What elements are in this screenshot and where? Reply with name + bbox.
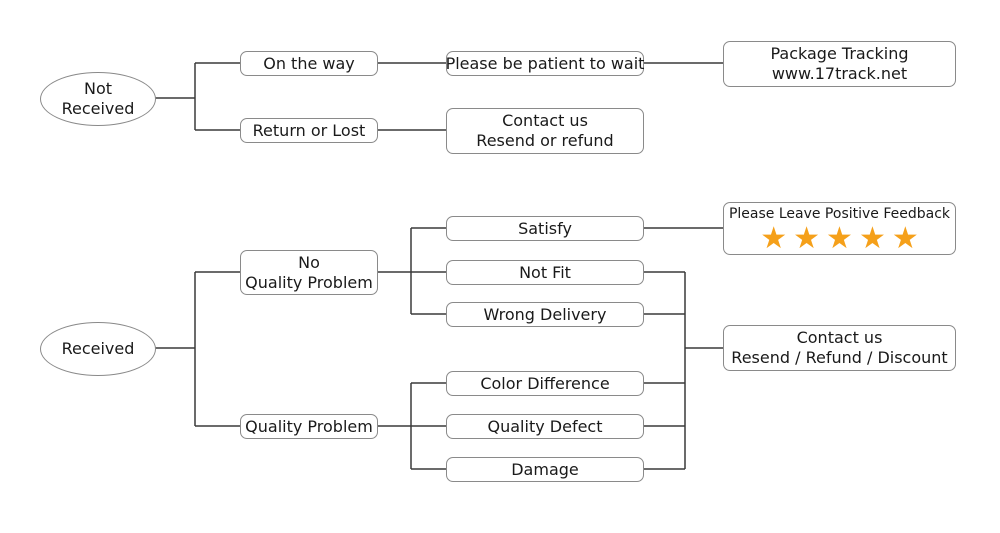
positive-feedback-label: Please Leave Positive Feedback [728, 206, 951, 222]
damage-label: Damage [511, 459, 579, 479]
contact-us-label-2: Contact us [796, 328, 883, 347]
feedback-stars: ★★★★★ [760, 221, 919, 256]
package-tracking-label: Package Tracking [770, 44, 909, 63]
not-received-line-2: Received [61, 99, 135, 118]
not-fit-label: Not Fit [519, 262, 571, 282]
wrong-delivery-node: Wrong Delivery [446, 302, 644, 327]
resend-refund-discount-label: Resend / Refund / Discount [731, 348, 948, 367]
quality-defect-node: Quality Defect [446, 414, 644, 439]
not-received-line-1: Not [83, 79, 113, 98]
on-the-way-node: On the way [240, 51, 378, 76]
quality-problem-label: Quality Problem [245, 416, 373, 436]
received-node: Received [40, 322, 156, 376]
resend-or-refund-label: Resend or refund [476, 131, 614, 150]
on-the-way-label: On the way [263, 53, 355, 73]
not-fit-node: Not Fit [446, 260, 644, 285]
damage-node: Damage [446, 457, 644, 482]
return-or-lost-label: Return or Lost [252, 120, 366, 140]
tracking-url-label: www.17track.net [771, 64, 908, 83]
quality-defect-label: Quality Defect [487, 416, 603, 436]
star-icon: ★ [760, 221, 788, 256]
contact-resend-refund-node: Contact us Resend or refund [446, 108, 644, 154]
star-icon: ★ [826, 221, 853, 256]
return-or-lost-node: Return or Lost [240, 118, 378, 143]
wait-label: Please be patient to wait [445, 53, 645, 73]
package-tracking-node: Package Tracking www.17track.net [723, 41, 956, 87]
wait-node: Please be patient to wait [446, 51, 644, 76]
no-quality-line-1: No [298, 252, 320, 272]
satisfy-label: Satisfy [518, 218, 572, 238]
color-difference-node: Color Difference [446, 371, 644, 396]
star-icon: ★ [858, 221, 886, 256]
quality-problem-node: Quality Problem [240, 414, 378, 439]
contact-resend-refund-discount-node: Contact us Resend / Refund / Discount [723, 325, 956, 371]
not-received-node: Not Received [40, 72, 156, 126]
star-icon: ★ [891, 221, 919, 256]
no-quality-line-2: Quality Problem [245, 272, 373, 292]
no-quality-problem-node: No Quality Problem [240, 250, 378, 295]
color-difference-label: Color Difference [480, 373, 610, 393]
satisfy-node: Satisfy [446, 216, 644, 241]
contact-us-label: Contact us [502, 111, 588, 130]
wrong-delivery-label: Wrong Delivery [483, 304, 607, 324]
received-label: Received [61, 339, 135, 358]
positive-feedback-node: Please Leave Positive Feedback ★★★★★ [723, 202, 956, 255]
star-icon: ★ [793, 221, 821, 256]
